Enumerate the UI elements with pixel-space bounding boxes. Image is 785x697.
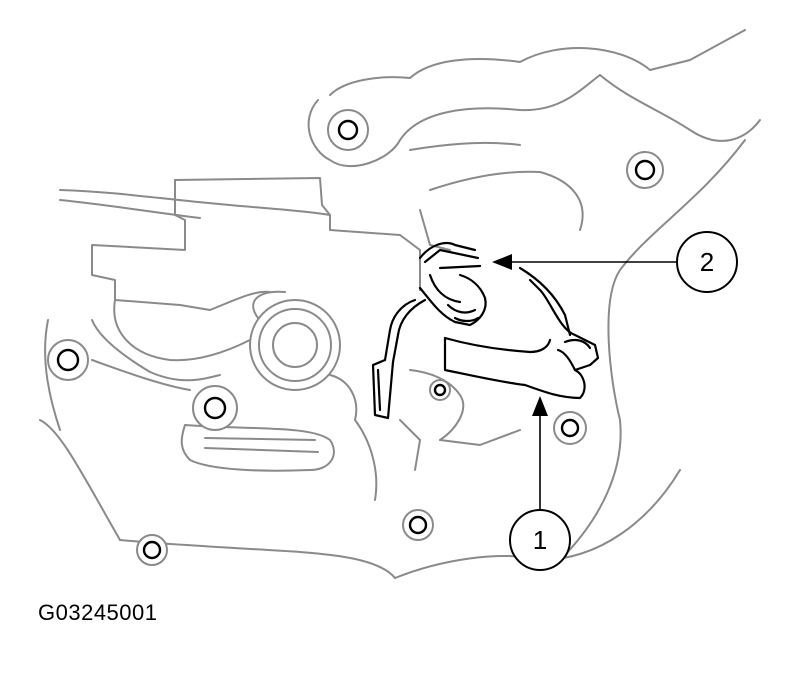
housing-outline [39,29,761,579]
figure-id-caption: G03245001 [38,600,158,625]
callout-1: 1 [509,396,571,571]
bolt-hole [429,379,451,401]
bolt-hole [626,151,664,189]
valve-body-block [91,177,521,501]
bolt-holes [47,109,664,566]
large-boss [249,290,341,391]
callout-2-circle [676,231,738,293]
sensor-assembly [371,241,600,420]
callout-2-label: 2 [700,247,714,277]
bolt-hole [553,411,587,445]
bolt-hole [192,385,238,431]
callout-2-arrowhead [492,254,512,270]
bolt-hole [47,339,89,381]
callout-1-label: 1 [533,525,547,555]
callout-2: 2 [492,231,738,293]
callout-1-circle [509,509,571,571]
callout-1-arrowhead [532,396,548,416]
bolt-hole [402,509,434,541]
bolt-hole [327,109,369,151]
bolt-hole [136,534,168,566]
